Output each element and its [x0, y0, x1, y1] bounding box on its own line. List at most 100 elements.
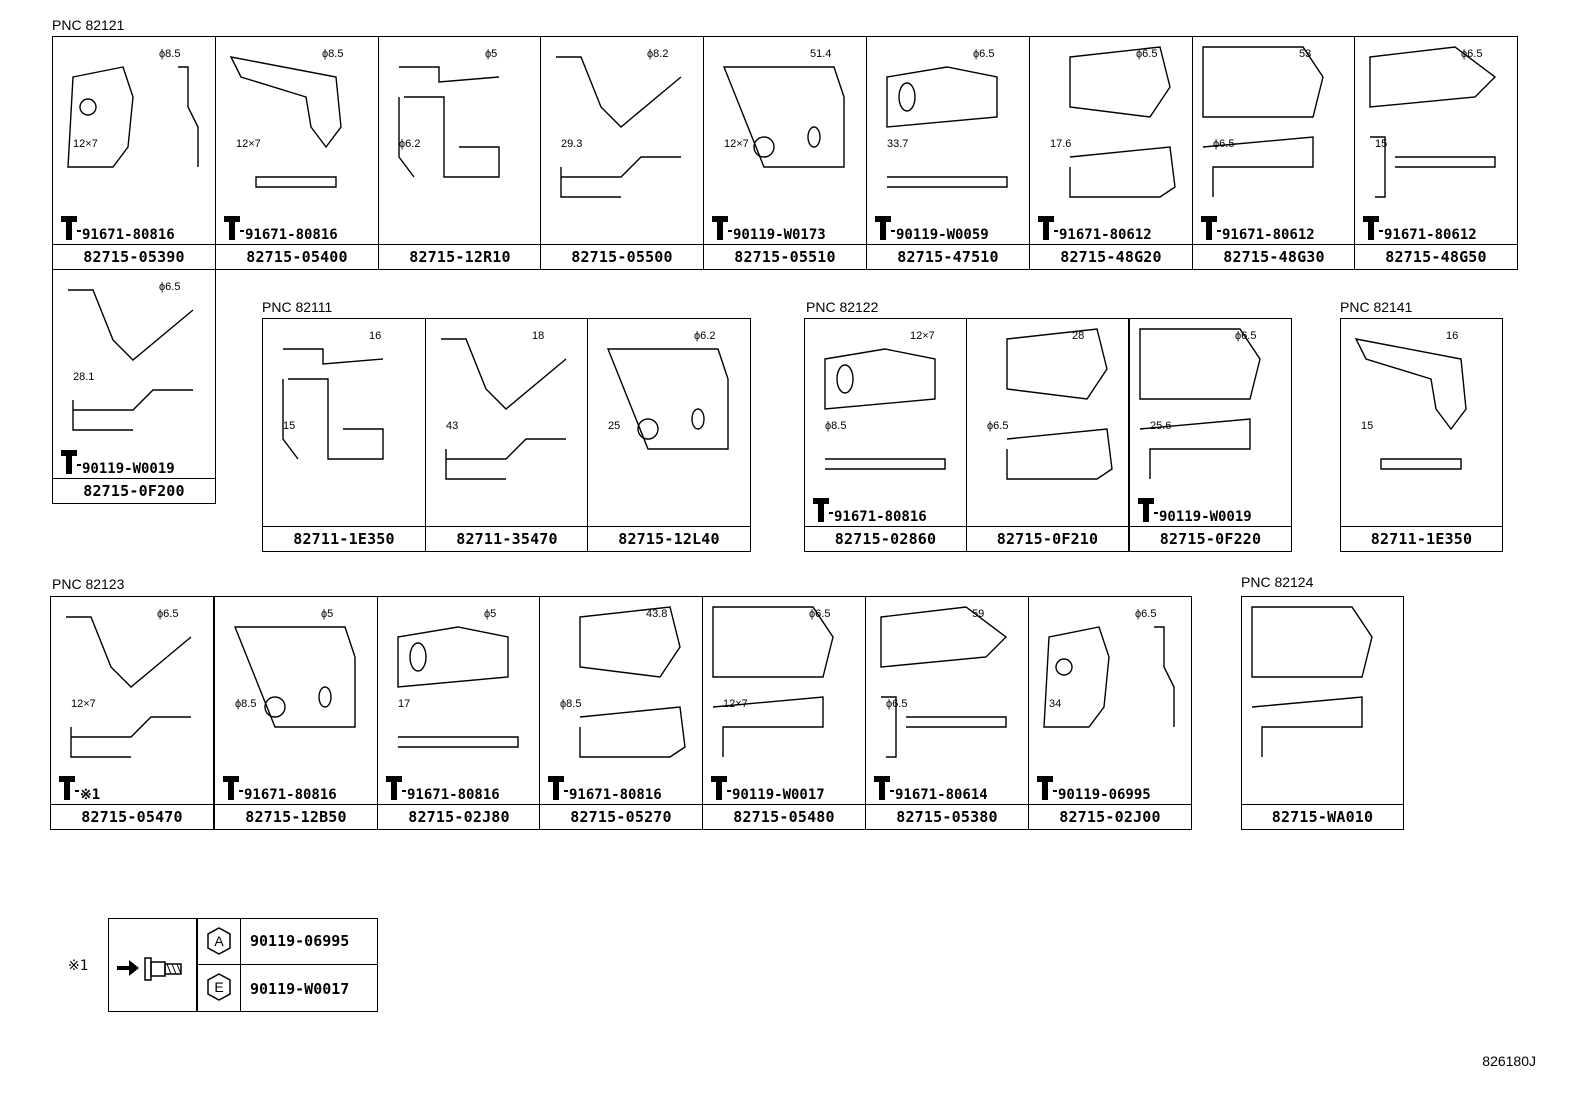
part-number: 82715-0F220 — [1130, 526, 1291, 551]
bolt-callout: 90119-06995 — [1035, 772, 1151, 802]
bolt-part-number: 90119-W0059 — [896, 227, 989, 243]
bolt-callout: 90119-W0019 — [59, 446, 175, 476]
bolt-icon — [1201, 216, 1221, 240]
bolt-callout: 91671-80816 — [221, 772, 337, 802]
bolt-callout: 91671-80614 — [872, 772, 988, 802]
dimension-label: 16 — [1446, 330, 1458, 342]
part-drawing — [1251, 606, 1373, 757]
bracket-outline — [1354, 338, 1467, 470]
dimension-label: 34 — [1049, 698, 1061, 710]
bracket-outline — [68, 289, 194, 431]
dimension-label: 29.3 — [561, 138, 582, 150]
bolt-part-number: 90119-06995 — [1058, 787, 1151, 803]
part-number: 82715-05470 — [51, 804, 213, 829]
bolt-part-number: 90119-W0173 — [733, 227, 826, 243]
bracket-outline — [722, 66, 845, 168]
part-number: 82715-47510 — [867, 244, 1029, 269]
part-drawing: ϕ6.533.7 — [886, 48, 1008, 188]
dimension-label: ϕ6.2 — [694, 330, 715, 342]
bolt-icon — [548, 776, 568, 800]
bolt-part-number: ※1 — [80, 787, 101, 803]
legend-code-box — [196, 918, 378, 1012]
bolt-callout: 91671-80816 — [59, 212, 175, 242]
dimension-label: 12×7 — [73, 138, 98, 150]
bolt-part-number: 91671-80614 — [895, 787, 988, 803]
part-drawing: ϕ6.515 — [1369, 46, 1497, 198]
dimension-label: ϕ8.5 — [560, 698, 581, 710]
bolt-part-number: 91671-80816 — [82, 227, 175, 243]
part-number: 82715-02J00 — [1029, 804, 1191, 829]
bolt-callout: ※1 — [57, 772, 100, 802]
bracket-outline — [556, 56, 682, 198]
bolt-icon — [61, 450, 81, 474]
dimension-label: 12×7 — [723, 698, 748, 710]
bracket-outline — [233, 626, 356, 728]
code-e-icon: E — [207, 973, 231, 1001]
part-drawing: ϕ6.5 28.1 — [68, 281, 194, 431]
dimension-label: 53 — [1299, 48, 1311, 60]
part-number: 82715-48G30 — [1193, 244, 1355, 269]
bolt-part-number: 91671-80816 — [407, 787, 500, 803]
dimension-label: 12×7 — [236, 138, 261, 150]
bolt-arrow-icon — [117, 957, 182, 981]
bolt-icon — [1038, 216, 1058, 240]
dimension-label: 33.7 — [887, 138, 908, 150]
bolt-icon — [1037, 776, 1057, 800]
part-drawing: 51.412×7 — [722, 48, 845, 168]
legend-part-e: 90119-W0017 — [250, 980, 350, 998]
dimension-label: ϕ8.5 — [159, 48, 180, 60]
dimension-label: 43.8 — [646, 608, 667, 620]
pnc-label-82111: PNC 82111 — [262, 299, 333, 315]
dimension-label: ϕ6.5 — [1461, 48, 1482, 60]
bolt-icon — [386, 776, 406, 800]
bracket-outline — [66, 616, 192, 758]
bracket-outline — [282, 348, 384, 460]
bolt-part-number: 91671-80816 — [834, 509, 927, 525]
part-drawing: 43.8 ϕ8.5 — [560, 606, 686, 758]
part-number: 82715-05390 — [53, 244, 215, 269]
dimension-label: ϕ8.5 — [825, 420, 846, 432]
dimension-label: ϕ5 — [484, 608, 496, 620]
bolt-callout: 91671-80816 — [384, 772, 500, 802]
bolt-icon — [1138, 498, 1158, 522]
bolt-callout: 91671-80816 — [811, 494, 927, 524]
bolt-icon — [223, 776, 243, 800]
pnc-label-82123: PNC 82123 — [52, 576, 125, 592]
bracket-outline — [886, 66, 1008, 188]
bracket-outline — [1006, 328, 1113, 480]
dimension-label: 18 — [532, 330, 544, 342]
part-drawing: ϕ6.512×7 — [66, 608, 192, 758]
dimension-label: 28.1 — [73, 371, 94, 383]
part-drawing: ϕ6.525.6 — [1139, 328, 1261, 479]
bracket-outline — [824, 348, 946, 470]
illustration-reference: 826180J — [1482, 1053, 1536, 1069]
bolt-part-number: 91671-80612 — [1384, 227, 1477, 243]
dimension-label: ϕ6.5 — [159, 281, 180, 293]
bolt-callout: 91671-80612 — [1361, 212, 1477, 242]
part-drawing: ϕ8.5 12×7 — [67, 48, 199, 168]
dimension-label: 12×7 — [724, 138, 749, 150]
pnc-label-82124: PNC 82124 — [1241, 574, 1314, 590]
bolt-part-number: 90119-W0017 — [732, 787, 825, 803]
part-number: 82715-05400 — [216, 244, 378, 269]
dimension-label: ϕ8.5 — [322, 48, 343, 60]
bracket-outline — [606, 348, 729, 450]
bracket-outline — [1251, 606, 1373, 757]
dimension-label: ϕ8.5 — [235, 698, 256, 710]
bracket-outline — [397, 626, 519, 748]
dimension-label: ϕ6.2 — [399, 138, 420, 150]
bracket-outline — [712, 606, 834, 757]
